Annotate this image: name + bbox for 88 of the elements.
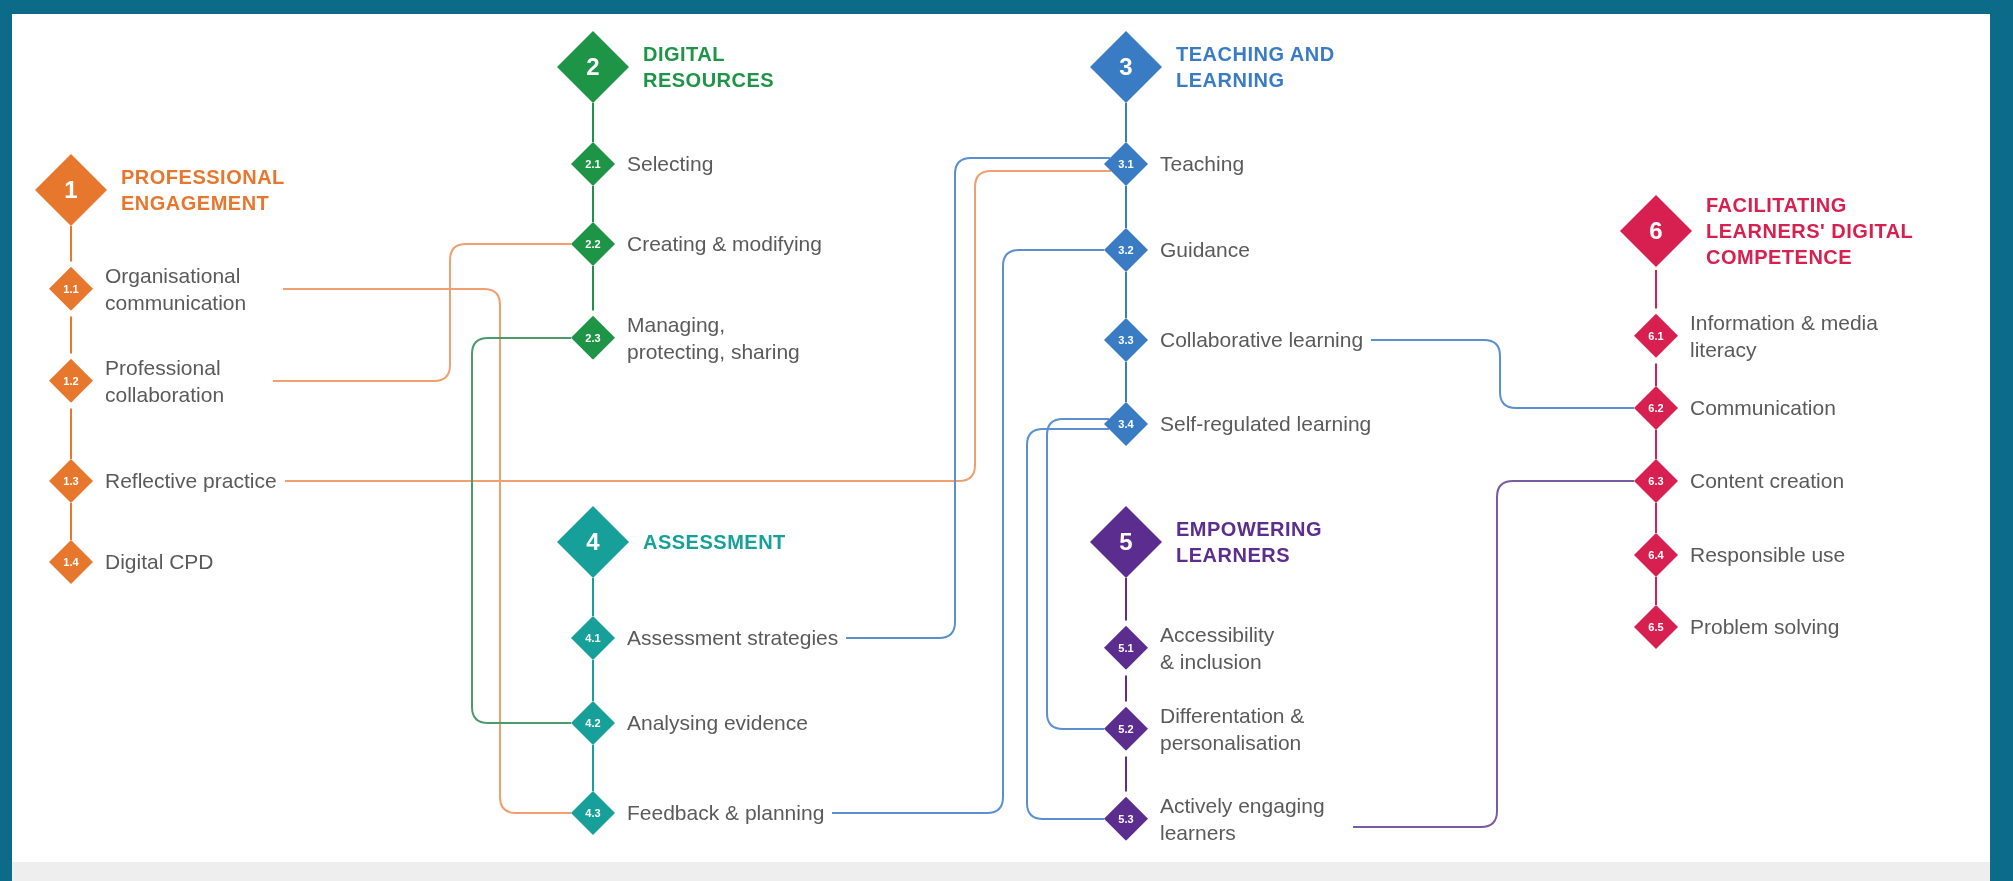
item-label: Communication [1690,395,1836,422]
item-diamond: 3.2 [1104,228,1148,272]
area-title: DIGITAL RESOURCES [643,42,776,93]
item-label: Guidance [1160,237,1250,264]
item-label: Actively engaging learners [1160,792,1326,846]
item-diamond: 6.2 [1634,386,1678,430]
item-label: Creating & modifying [627,231,822,258]
area-title: PROFESSIONAL ENGAGEMENT [121,165,286,216]
item-label: Responsible use [1690,542,1846,569]
item-diamond: 1.4 [49,540,93,584]
item-label: Content creation [1690,468,1845,495]
item-diamond: 6.1 [1634,314,1678,358]
connector-line [592,577,594,617]
connector-line [272,243,572,382]
connector-line [1125,361,1127,403]
item-diamond: 1.2 [49,359,93,403]
item-diamond: 5.1 [1104,626,1148,670]
connector-line [1370,339,1635,409]
connector-line [70,225,72,263]
connector-line [1655,429,1657,460]
connector-line [1655,502,1657,534]
item-diamond: 3.4 [1104,402,1148,446]
connector-line [845,157,1111,639]
item-diamond: 6.3 [1634,459,1678,503]
item-label: Selecting [627,151,714,178]
connector-line [592,659,594,702]
item-label: Teaching [1160,151,1245,178]
connector-line [1125,185,1127,229]
area-diamond: 5 [1090,506,1162,578]
connector-line [592,265,594,312]
connector-line [1125,577,1127,622]
connector-line [1026,428,1110,820]
item-label: Reflective practice [105,468,277,495]
item-label: Digital CPD [105,549,214,576]
item-label: Differentation & personalisation [1160,702,1306,756]
area-diamond: 1 [35,154,107,226]
connector-line [1125,102,1127,143]
item-label: Collaborative learning [1160,327,1364,354]
item-label: Organisational communication [105,262,248,316]
item-diamond: 3.3 [1104,318,1148,362]
connector-line [831,249,1105,814]
item-label: Self-regulated learning [1160,411,1372,438]
area-title: TEACHING AND LEARNING [1176,42,1336,93]
item-label: Feedback & planning [627,800,825,827]
area-title: EMPOWERING LEARNERS [1176,517,1324,568]
area-diamond: 2 [557,31,629,103]
connector-line [1125,271,1127,319]
item-diamond: 2.2 [571,222,615,266]
item-diamond: 2.3 [571,316,615,360]
item-label: Problem solving [1690,614,1840,641]
item-diamond: 5.3 [1104,797,1148,841]
connector-line [284,170,1112,482]
connector-line [70,502,72,541]
item-diamond: 6.5 [1634,605,1678,649]
item-label: Analysing evidence [627,710,808,737]
item-diamond: 5.2 [1104,707,1148,751]
connector-line [70,315,72,355]
item-label: Professional collaboration [105,354,226,408]
area-diamond: 4 [557,506,629,578]
connector-line [1655,362,1657,387]
connector-line [1655,576,1657,606]
item-diamond: 1.1 [49,267,93,311]
item-diamond: 2.1 [571,142,615,186]
connector-line [1125,755,1127,793]
item-diamond: 6.4 [1634,533,1678,577]
item-diamond: 3.1 [1104,142,1148,186]
item-label: Assessment strategies [627,625,839,652]
connector-line [1125,674,1127,703]
connector-line [1655,269,1657,310]
connector-line [592,744,594,792]
area-title: ASSESSMENT [643,530,786,555]
item-label: Managing, protecting, sharing [627,311,801,365]
connector-line [282,288,572,814]
connector-line [471,337,572,724]
connector-line [1046,418,1110,730]
item-diamond: 4.1 [571,616,615,660]
area-diamond: 6 [1620,195,1692,267]
item-label: Accessibility & inclusion [1160,621,1276,675]
connector-line [70,407,72,460]
item-diamond: 1.3 [49,459,93,503]
connector-line [1352,480,1635,828]
item-diamond: 4.2 [571,701,615,745]
item-diamond: 4.3 [571,791,615,835]
connector-line [592,102,594,143]
area-diamond: 3 [1090,31,1162,103]
connector-line [592,185,594,223]
item-label: Information & media literacy [1690,309,1879,363]
area-title: FACILITATING LEARNERS' DIGITAL COMPETENCE [1706,193,1914,270]
